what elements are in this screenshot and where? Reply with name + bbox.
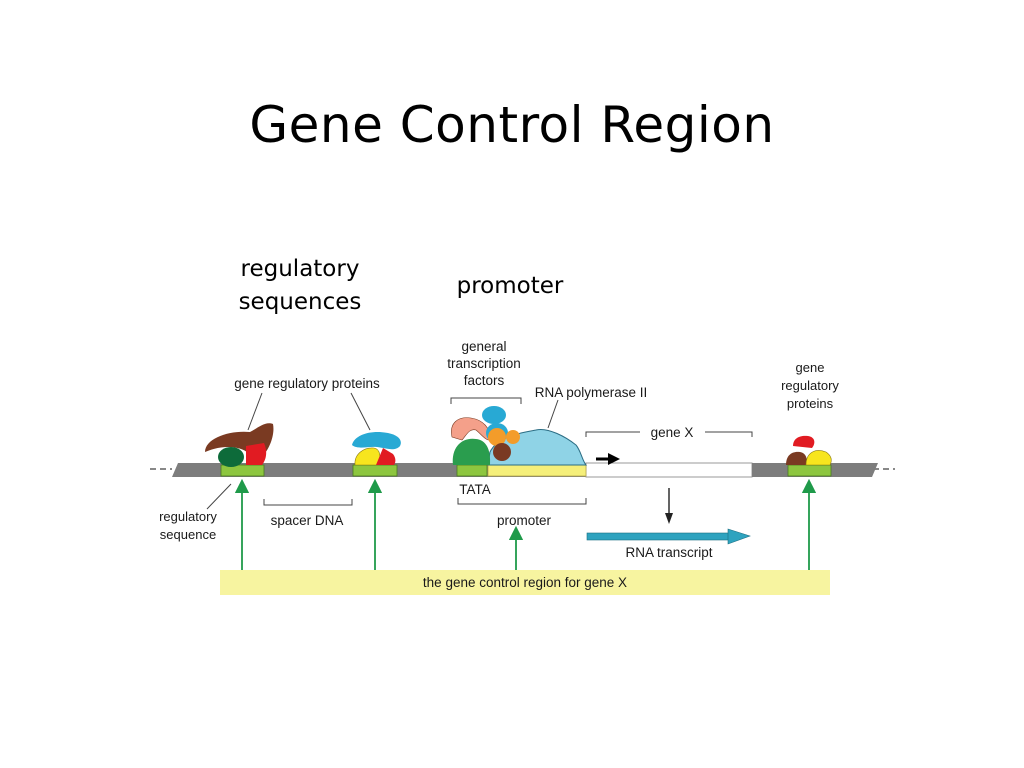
- tata-label: TATA: [459, 482, 491, 497]
- leader-to-rna-pol: [547, 399, 559, 429]
- rna-polymerase-label: RNA polymerase II: [535, 385, 648, 400]
- red-protein-3: [793, 435, 815, 448]
- red-protein-2: [376, 448, 396, 465]
- transcription-machinery: [451, 406, 588, 466]
- gene-x-label: gene X: [651, 425, 694, 440]
- general-tf-line-1: general: [461, 339, 506, 354]
- gene-control-region-bar: [220, 570, 830, 595]
- green-factor: [452, 438, 491, 465]
- right-proteins-line-1: gene: [796, 360, 825, 375]
- promoter-bracket: [457, 498, 587, 505]
- brown-factor: [493, 443, 511, 461]
- regulatory-line-2: sequences: [238, 289, 362, 315]
- orange-factor-2: [506, 430, 520, 444]
- slide-title: Gene Control Region: [249, 96, 775, 154]
- promoter-segment: [487, 464, 587, 477]
- leader-regulatory-sequence: [206, 483, 232, 510]
- annotation-lines: [206, 392, 753, 510]
- transcription-start-arrowhead: [608, 453, 620, 465]
- gene-x-coding-segment: [585, 462, 753, 478]
- regulatory-sequence-box-3: [787, 464, 832, 477]
- rna-transcript-bar: [586, 532, 731, 541]
- red-protein: [246, 443, 267, 465]
- pink-factor: [451, 417, 491, 441]
- yellow-protein-2: [805, 450, 832, 466]
- general-tf-line-2: transcription: [447, 356, 521, 371]
- spacer-bracket: [263, 499, 353, 506]
- tf-bracket: [450, 397, 522, 404]
- right-proteins-line-2: regulatory: [781, 378, 839, 393]
- rna-transcript-arrowhead: [727, 528, 751, 545]
- promoter-small-label: promoter: [497, 513, 552, 528]
- leader-to-left-protein: [247, 392, 263, 431]
- regulatory-sequence-box-2: [352, 464, 398, 477]
- regulatory-sequence-box-1: [220, 464, 265, 477]
- brown-protein-2: [786, 451, 807, 465]
- orange-factor: [488, 428, 506, 446]
- spacer-dna-label: spacer DNA: [271, 513, 344, 528]
- blue-protein: [352, 432, 401, 450]
- right-proteins-line-3: proteins: [787, 396, 834, 411]
- regulatory-sequence-line-2: sequence: [160, 527, 216, 542]
- leader-to-middle-protein: [350, 392, 371, 431]
- general-tf-line-3: factors: [464, 373, 505, 388]
- green-arrows: [234, 478, 817, 570]
- green-protein: [218, 447, 244, 467]
- regulatory-line-1: regulatory: [240, 256, 360, 282]
- gene-x-bracket-left: [585, 431, 640, 437]
- dna-strand: [150, 462, 895, 478]
- tata-box: [456, 464, 488, 477]
- control-region-label: the gene control region for gene X: [423, 575, 627, 590]
- regulatory-sequences-label: regulatory sequences: [210, 253, 390, 319]
- right-regulatory-protein-complex: [786, 435, 832, 466]
- rna-transcript-label: RNA transcript: [625, 545, 712, 560]
- yellow-protein: [354, 447, 381, 466]
- transcription-down-arrowhead: [665, 513, 673, 524]
- promoter-label: promoter: [456, 273, 564, 299]
- regulatory-sequence-line-1: regulatory: [159, 509, 217, 524]
- gene-x-bracket-right: [705, 431, 753, 437]
- middle-regulatory-protein-complex: [352, 432, 401, 466]
- blue-factor: [482, 406, 506, 424]
- gene-regulatory-proteins-label: gene regulatory proteins: [234, 376, 380, 391]
- left-regulatory-protein-complex: [205, 423, 274, 467]
